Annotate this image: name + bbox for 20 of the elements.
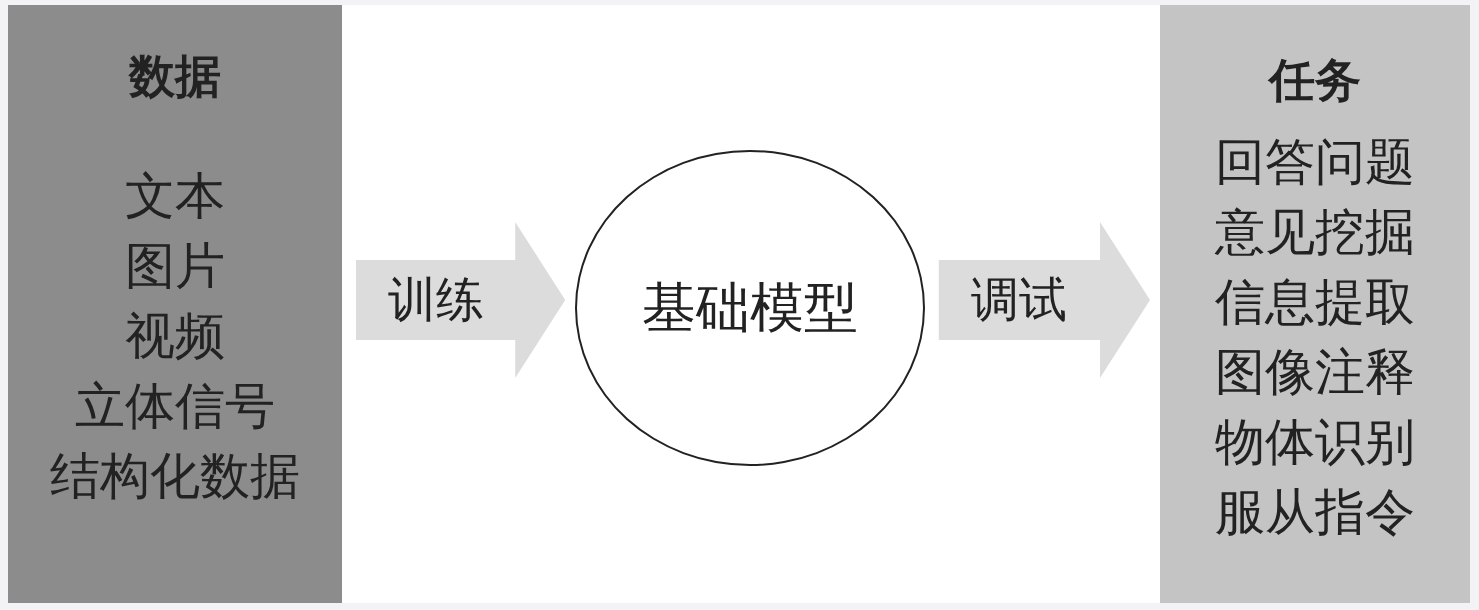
node-text: 基础模型 bbox=[642, 274, 858, 341]
list-item: 图片 bbox=[125, 236, 225, 297]
block-arrow bbox=[356, 222, 566, 378]
panel-heading: 任务 bbox=[1269, 57, 1361, 103]
edge-label: 调试 bbox=[971, 270, 1068, 329]
list-item: 回答问题 bbox=[1215, 132, 1415, 193]
list-item: 结构化数据 bbox=[50, 446, 300, 507]
list-item: 立体信号 bbox=[75, 376, 275, 437]
list-item: 意见挖掘 bbox=[1215, 202, 1415, 263]
column-panel bbox=[8, 5, 342, 603]
edge-label: 训练 bbox=[387, 270, 484, 329]
list-item: 视频 bbox=[125, 306, 225, 367]
block-arrow bbox=[938, 222, 1150, 378]
list-item: 图像注释 bbox=[1215, 342, 1415, 403]
column-panel bbox=[1160, 5, 1470, 603]
panel-heading: 数据 bbox=[129, 53, 221, 99]
list-item: 服从指令 bbox=[1215, 482, 1415, 543]
list-item: 信息提取 bbox=[1215, 272, 1415, 333]
list-item: 物体识别 bbox=[1215, 412, 1415, 473]
list-item: 文本 bbox=[125, 166, 225, 227]
